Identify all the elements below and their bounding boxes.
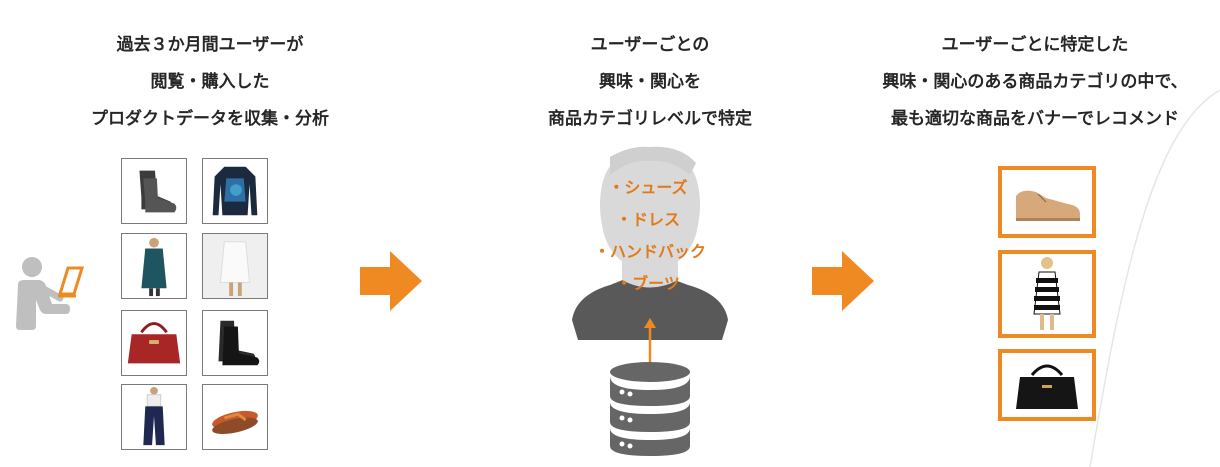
category-shoes: ・シューズ xyxy=(608,178,688,197)
product-handbag xyxy=(121,310,187,376)
flow-arrow-2 xyxy=(812,251,874,311)
step2-line-3: 商品カテゴリレベルで特定 xyxy=(548,109,752,129)
step3-line-1: ユーザーごとに特定した xyxy=(941,35,1129,55)
pants-icon xyxy=(143,386,165,446)
product-combat-boots xyxy=(202,310,268,376)
combat-boots-icon xyxy=(218,320,260,366)
product-boots xyxy=(121,158,187,224)
handbag-icon xyxy=(127,322,181,364)
category-handbag: ・ハンドバック xyxy=(593,242,706,261)
step3-line-3: 最も適切な商品をバナーでレコメンド xyxy=(891,109,1179,129)
product-pants xyxy=(121,384,187,450)
black-handbag-icon xyxy=(1016,364,1078,409)
product-coat xyxy=(121,233,187,299)
oxford-shoe-icon xyxy=(1016,190,1080,221)
step2-line-2: 興味・関心を xyxy=(599,72,701,92)
product-white-coat xyxy=(202,233,268,299)
white-coat-icon xyxy=(203,234,267,298)
step1-line-3: プロダクトデータを収集・分析 xyxy=(91,109,329,129)
striped-dress-icon xyxy=(1033,257,1061,330)
product-sweater xyxy=(202,158,268,224)
step1-line-1: 過去３か月間ユーザーが xyxy=(116,35,304,55)
step2-heading: ユーザーごとの 興味・関心を 商品カテゴリレベルで特定 xyxy=(480,27,820,138)
sweater-icon xyxy=(212,166,258,216)
user-laptop-icon xyxy=(16,257,84,330)
recommendation-dress xyxy=(998,250,1096,338)
flow-arrow-1 xyxy=(360,251,422,311)
step3-line-2: 興味・関心のある商品カテゴリの中で、 xyxy=(882,72,1188,92)
recommendation-shoe xyxy=(998,166,1096,238)
step1-heading: 過去３か月間ユーザーが 閲覧・購入した プロダクトデータを収集・分析 xyxy=(40,27,380,138)
category-boots: ・ブーツ xyxy=(616,274,680,293)
coat-icon xyxy=(141,237,167,297)
step1-line-2: 閲覧・購入した xyxy=(150,72,270,92)
database-icon xyxy=(610,362,690,456)
step2-line-1: ユーザーごとの xyxy=(590,35,710,55)
category-dress: ・ドレス xyxy=(615,210,680,229)
background-curve xyxy=(1089,90,1220,467)
recommendation-handbag xyxy=(998,349,1096,421)
sandals-icon xyxy=(212,410,258,434)
product-sandals xyxy=(202,384,268,450)
step3-heading: ユーザーごとに特定した 興味・関心のある商品カテゴリの中で、 最も適切な商品をバ… xyxy=(840,27,1220,138)
user-silhouette-icon xyxy=(572,146,728,340)
boots-icon xyxy=(139,170,177,213)
